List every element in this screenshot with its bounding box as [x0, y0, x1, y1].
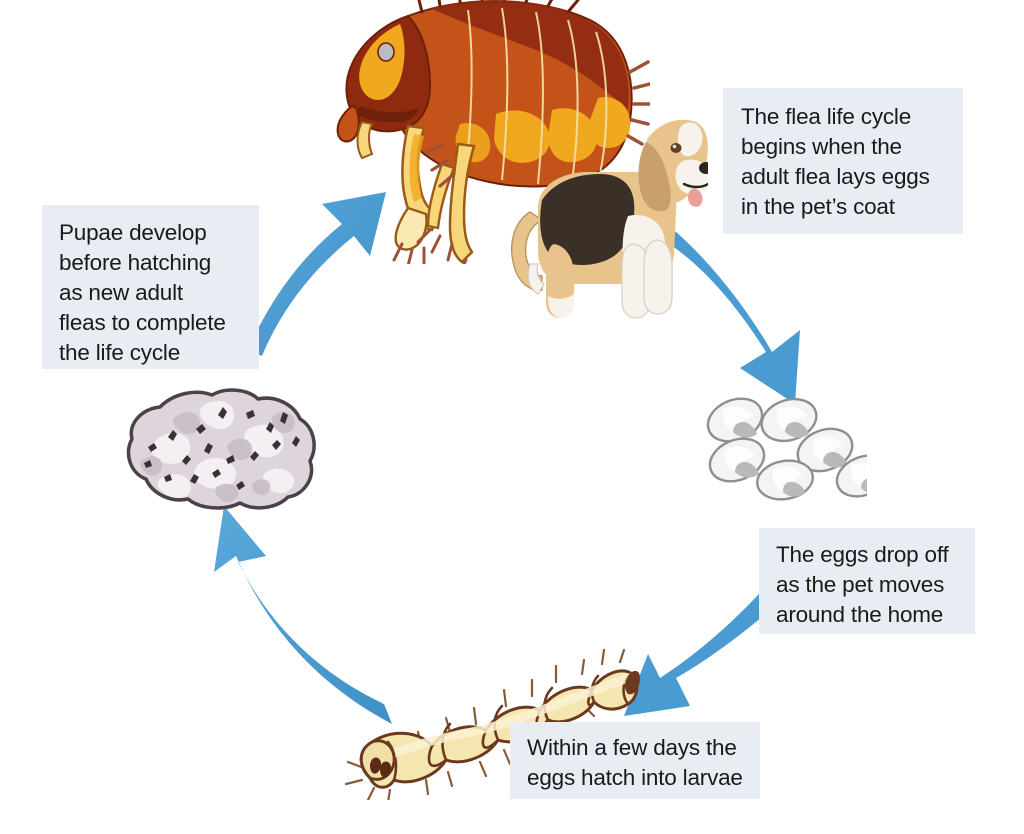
dog-saddle [540, 174, 635, 265]
flea-legs-front [392, 124, 476, 264]
dog-ear [638, 142, 671, 212]
pet-dog-illustration [511, 119, 708, 319]
egg [706, 397, 764, 443]
larva-tail-tip [625, 670, 640, 695]
dog-eye [670, 143, 682, 153]
flea-eggs-illustration [706, 397, 867, 501]
dog-nose [699, 162, 708, 174]
callout-eggs-drop: The eggs drop off as the pet moves aroun… [759, 528, 975, 634]
flea-head [336, 14, 432, 160]
pupa-fluff-light [151, 400, 294, 499]
dog-tongue [687, 188, 703, 207]
adult-flea-illustration [336, 0, 650, 264]
egg [835, 454, 867, 498]
egg [760, 397, 818, 443]
callout-pupae: Pupae develop before hatching as new adu… [42, 205, 259, 369]
callout-larvae: Within a few days the eggs hatch into la… [510, 722, 760, 799]
flea-body [385, 0, 650, 188]
flea-eye [377, 42, 395, 62]
pupa-debris [144, 407, 300, 490]
egg [796, 427, 854, 473]
flea-pupa-illustration [126, 388, 316, 510]
callout-eggs-laid: The flea life cycle begins when the adul… [723, 88, 963, 234]
larva-head [359, 739, 396, 781]
egg [708, 437, 766, 483]
egg [756, 459, 814, 501]
larva-highlight [377, 673, 635, 763]
flea-posterior-bristles [626, 60, 650, 146]
